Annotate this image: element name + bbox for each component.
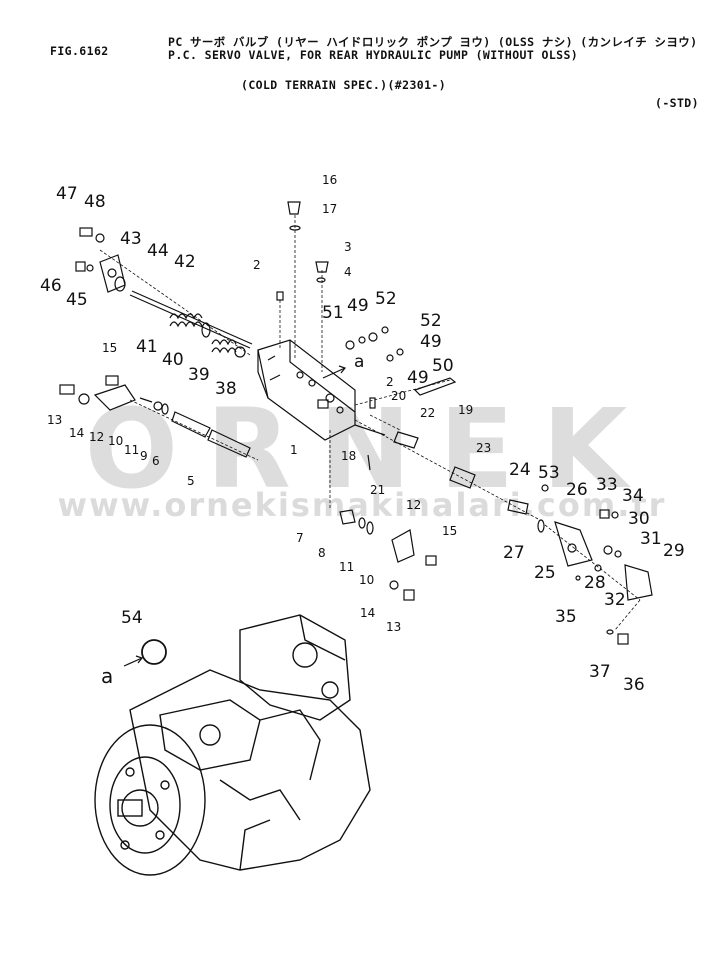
callout-5: 5 — [187, 474, 195, 488]
callout-13-left: 13 — [47, 413, 63, 427]
far-right-parts — [507, 484, 653, 645]
top-plugs — [276, 201, 329, 301]
springs — [169, 313, 246, 358]
callout-37: 37 — [589, 662, 611, 682]
lower-parts — [339, 509, 437, 601]
callout-18: 18 — [341, 449, 357, 463]
callout-36: 36 — [623, 675, 645, 695]
callout-26: 26 — [566, 480, 588, 500]
figure-number: FIG.6162 — [50, 44, 109, 58]
callout-41: 41 — [136, 337, 158, 357]
callout-52-b: 52 — [420, 311, 442, 331]
valve-body — [257, 339, 356, 441]
callout-49-a: 49 — [347, 296, 369, 316]
callout-7: 7 — [296, 531, 304, 545]
callout-30: 30 — [628, 509, 650, 529]
callout-4: 4 — [344, 265, 352, 279]
callout-23: 23 — [476, 441, 492, 455]
callout-20: 20 — [391, 389, 407, 403]
callout-49-b: 49 — [420, 332, 442, 352]
arrow-a — [123, 657, 143, 667]
callout-12-left: 12 — [89, 430, 105, 444]
callout-10-lower: 10 — [359, 573, 375, 587]
callout-39: 39 — [188, 365, 210, 385]
callout-17: 17 — [322, 202, 338, 216]
left-upper-parts — [75, 227, 253, 349]
callout-22: 22 — [420, 406, 436, 420]
callout-42: 42 — [174, 252, 196, 272]
callout-50: 50 — [432, 356, 454, 376]
callout-52-a: 52 — [375, 289, 397, 309]
upper-right-small-parts — [345, 326, 457, 396]
left-lower-parts — [59, 375, 251, 458]
callout-27: 27 — [503, 543, 525, 563]
callout-11-lower: 11 — [339, 560, 355, 574]
callout-40: 40 — [162, 350, 184, 370]
right-parts — [354, 397, 476, 489]
callout-46: 46 — [40, 276, 62, 296]
callout-2-top: 2 — [253, 258, 261, 272]
callout-31: 31 — [640, 529, 662, 549]
callout-53: 53 — [538, 463, 560, 483]
watermark-logo: ORNEK — [84, 385, 656, 513]
callout-49-c: 49 — [407, 368, 429, 388]
std-note: (-STD) — [655, 96, 699, 110]
callout-34: 34 — [622, 486, 644, 506]
callout-32: 32 — [604, 590, 626, 610]
callout-38: 38 — [215, 379, 237, 399]
callout-16: 16 — [322, 173, 338, 187]
spec-line: (COLD TERRAIN SPEC.)(#2301-) — [241, 78, 447, 92]
callout-1: 1 — [290, 443, 298, 457]
callout-13-lower: 13 — [386, 620, 402, 634]
callout-2-right: 2 — [386, 375, 394, 389]
callout-6: 6 — [152, 454, 160, 468]
callout-a-pump: a — [101, 664, 114, 688]
callout-8: 8 — [318, 546, 326, 560]
callout-21: 21 — [370, 483, 386, 497]
callout-44: 44 — [147, 241, 169, 261]
callout-19: 19 — [458, 403, 474, 417]
callout-9: 9 — [140, 449, 148, 463]
callout-47: 47 — [56, 184, 78, 204]
callout-15-left: 15 — [102, 341, 118, 355]
callout-45: 45 — [66, 290, 88, 310]
callout-11-left: 11 — [124, 443, 140, 457]
callout-14-lower: 14 — [360, 606, 376, 620]
callout-28: 28 — [584, 573, 606, 593]
callout-a-body: a — [354, 352, 365, 372]
callout-54: 54 — [121, 608, 143, 628]
title-japanese: PC サーボ バルブ (リヤー ハイドロリック ポンプ ヨウ) (OLSS ナシ… — [168, 35, 698, 49]
callout-12-lower: 12 — [406, 498, 422, 512]
hydraulic-pump-assembly — [94, 614, 371, 876]
callout-14-left: 14 — [69, 426, 85, 440]
callout-3: 3 — [344, 240, 352, 254]
title-english: P.C. SERVO VALVE, FOR REAR HYDRAULIC PUM… — [168, 48, 579, 62]
callout-35: 35 — [555, 607, 577, 627]
callout-48: 48 — [84, 192, 106, 212]
callout-24: 24 — [509, 460, 531, 480]
callout-25: 25 — [534, 563, 556, 583]
callout-29: 29 — [663, 541, 685, 561]
o-ring-54 — [141, 639, 167, 665]
callout-15-lower: 15 — [442, 524, 458, 538]
callout-51: 51 — [322, 303, 344, 323]
callout-33: 33 — [596, 475, 618, 495]
callout-10-left: 10 — [108, 434, 124, 448]
callout-43: 43 — [120, 229, 142, 249]
